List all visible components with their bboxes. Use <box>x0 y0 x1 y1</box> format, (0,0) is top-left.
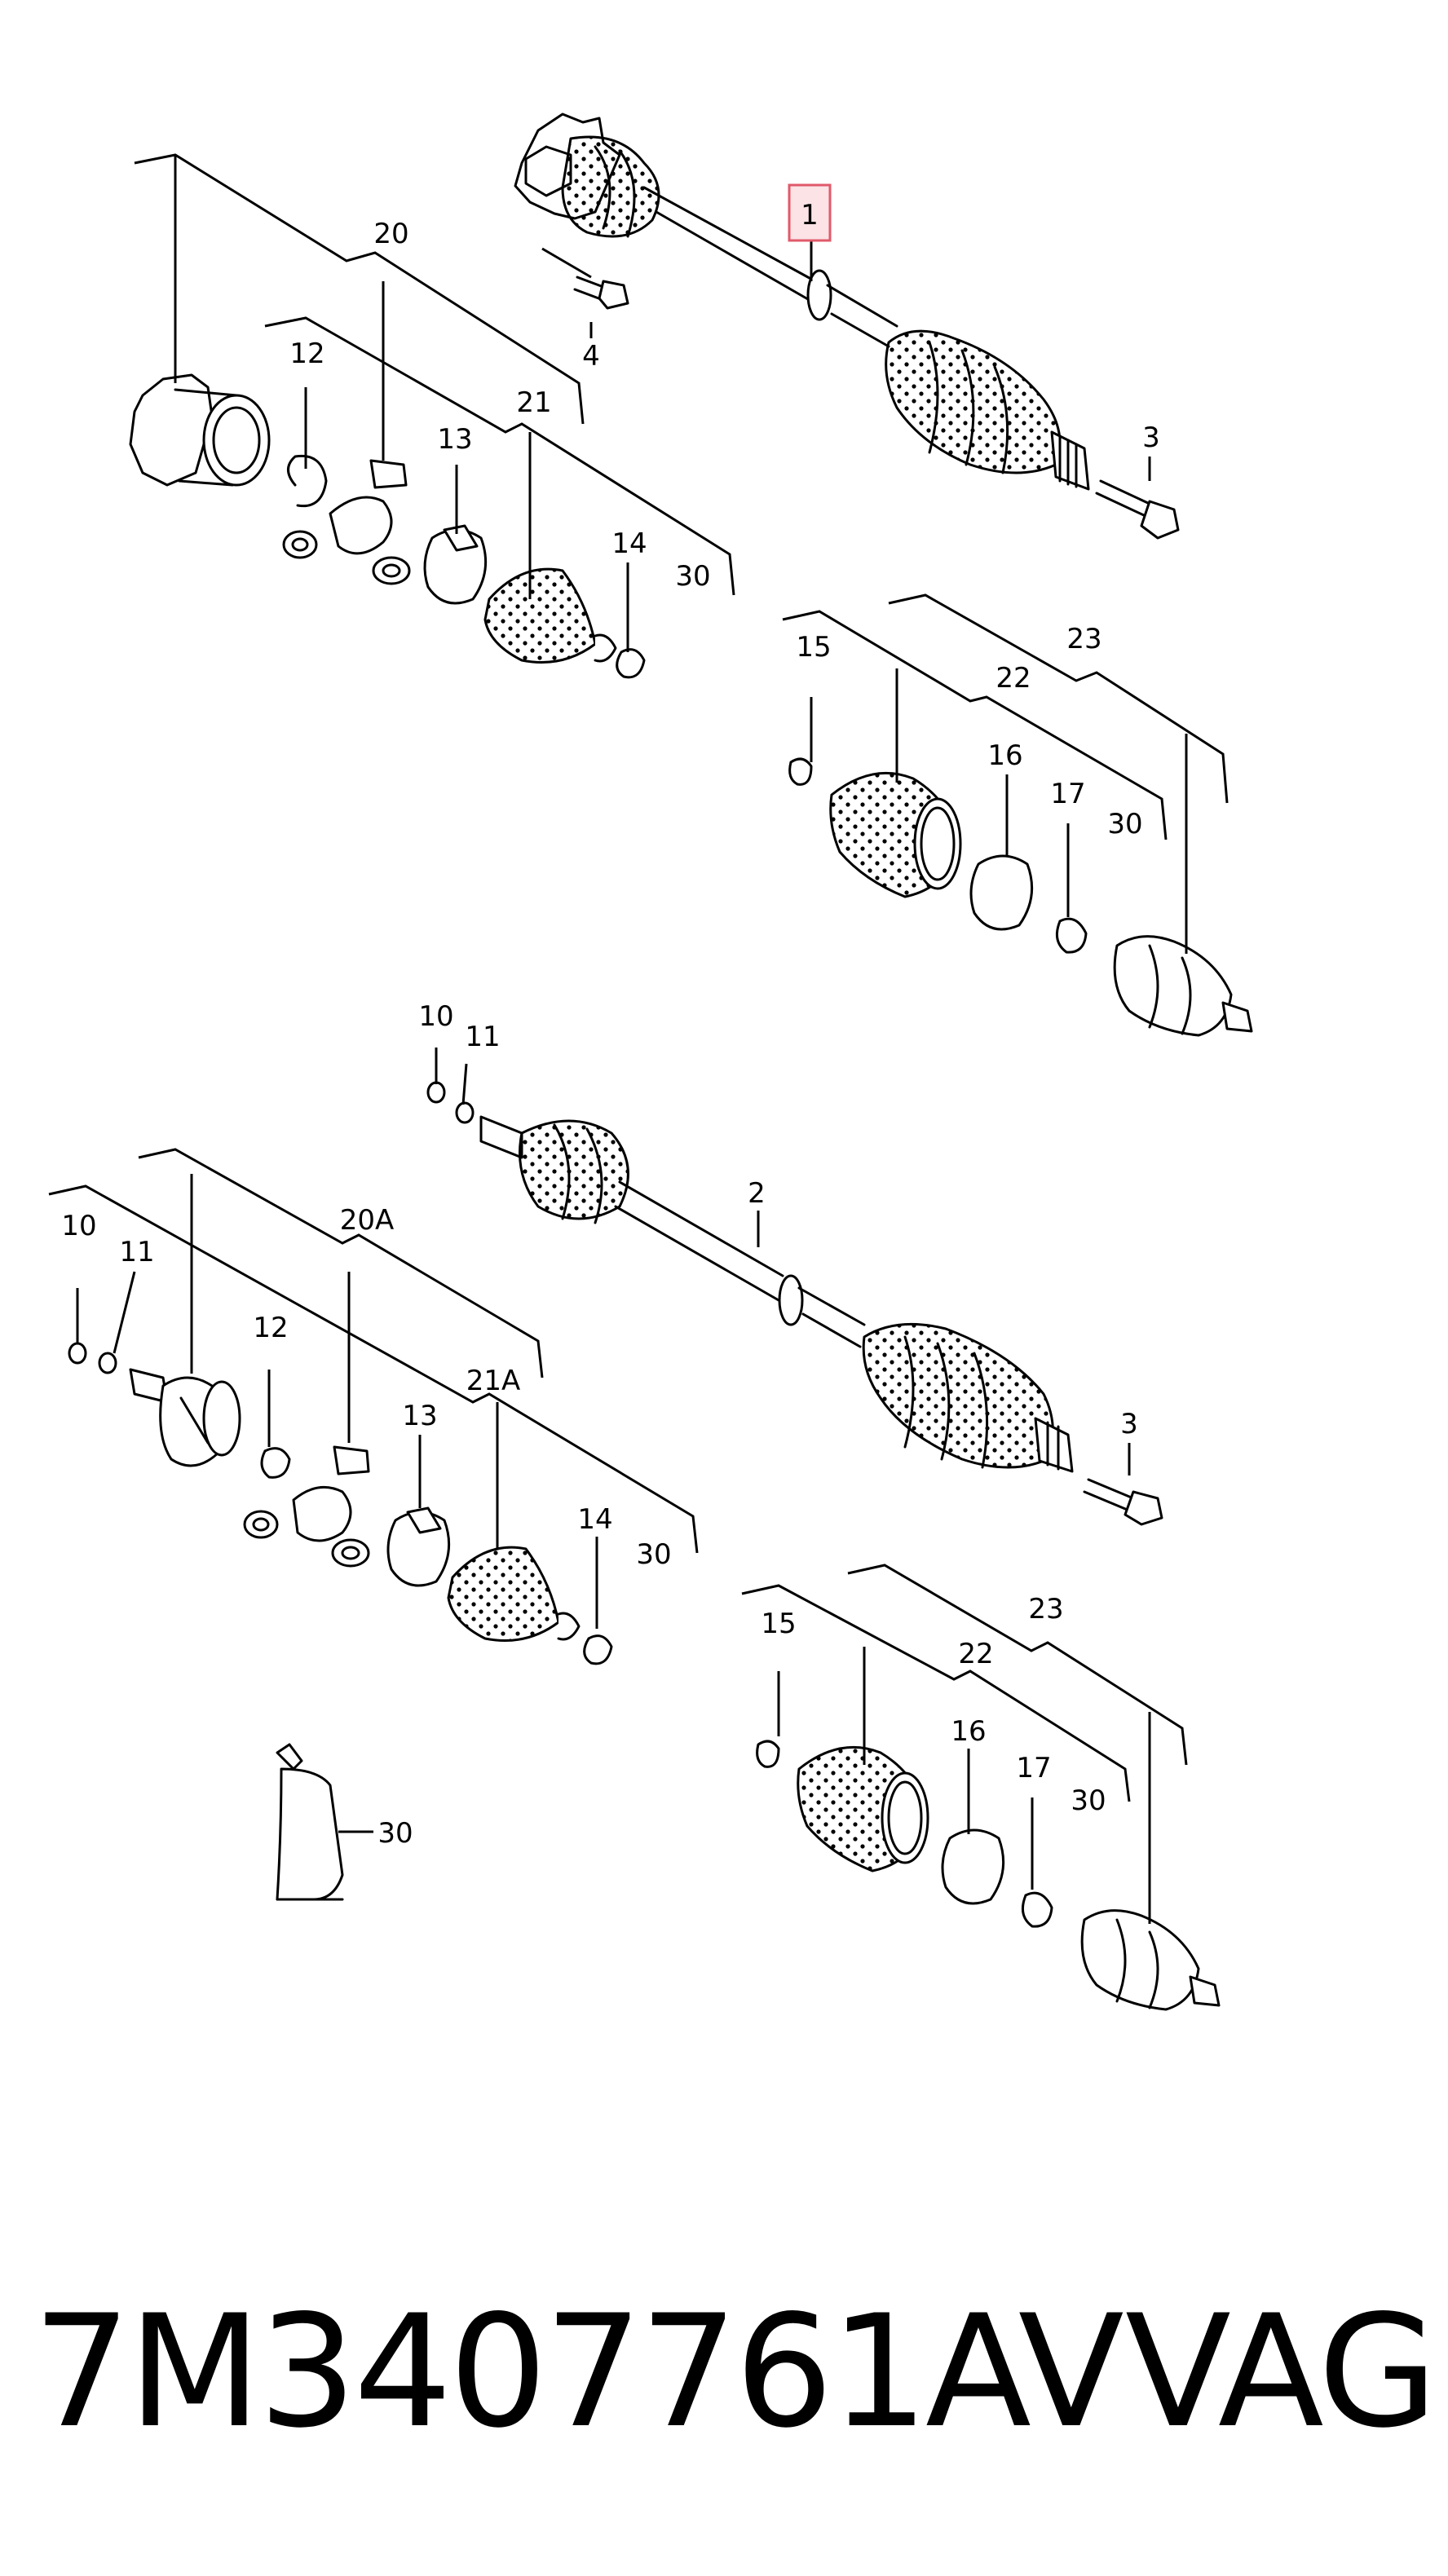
grease-tube-30 <box>276 1743 344 1901</box>
callout-2: 2 <box>748 1177 766 1210</box>
callout-14-top: 14 <box>611 527 647 560</box>
callout-13-top: 13 <box>437 423 472 456</box>
callout-3-lower: 3 <box>1120 1408 1138 1440</box>
kit-22-23-parts-lower <box>756 1740 1221 2011</box>
callout-10-lower: 10 <box>61 1210 96 1242</box>
callout-22-lower: 22 <box>958 1638 993 1670</box>
callout-4: 4 <box>582 340 600 373</box>
callout-30-a: 30 <box>675 560 710 593</box>
callout-17-top: 17 <box>1050 778 1085 810</box>
callout-23-top: 23 <box>1066 623 1101 655</box>
callout-16-top: 16 <box>987 739 1022 772</box>
kit-20a-parts <box>68 1342 613 1665</box>
callout-16-lower: 16 <box>951 1715 986 1748</box>
callout-1-highlight <box>788 183 832 242</box>
callout-11-lower: 11 <box>119 1236 154 1268</box>
callout-20: 20 <box>373 218 408 250</box>
callout-1: 1 <box>801 199 819 232</box>
callout-15-top: 15 <box>796 631 831 664</box>
callout-3-top: 3 <box>1142 421 1160 454</box>
callout-30-d: 30 <box>1071 1784 1106 1817</box>
drive-shaft-2 <box>426 1081 1163 1526</box>
callout-10-top: 10 <box>418 1000 453 1033</box>
drive-shaft-1 <box>514 112 1180 540</box>
brand-name: VAG <box>1125 2282 1438 2462</box>
kit-20-parts <box>129 373 646 679</box>
callout-21A: 21A <box>466 1365 521 1397</box>
callout-12-top: 12 <box>289 337 324 370</box>
callout-14-lower: 14 <box>577 1503 612 1536</box>
part-number: 7M3407761AV <box>33 2282 1124 2462</box>
kit-22-23-parts <box>788 757 1253 1037</box>
callout-30-b: 30 <box>1107 808 1142 840</box>
callout-30-e: 30 <box>377 1817 413 1850</box>
callout-12-lower: 12 <box>253 1312 288 1344</box>
callout-11-top: 11 <box>465 1021 500 1053</box>
callout-13-lower: 13 <box>402 1400 437 1432</box>
leader-lines <box>48 153 1229 1924</box>
callout-15-lower: 15 <box>761 1608 796 1640</box>
callout-23-lower: 23 <box>1028 1593 1063 1625</box>
callout-20A: 20A <box>340 1204 395 1237</box>
callout-30-c: 30 <box>636 1538 671 1571</box>
callout-22-top: 22 <box>996 662 1031 695</box>
callout-21: 21 <box>516 386 551 419</box>
callout-17-lower: 17 <box>1016 1752 1051 1784</box>
